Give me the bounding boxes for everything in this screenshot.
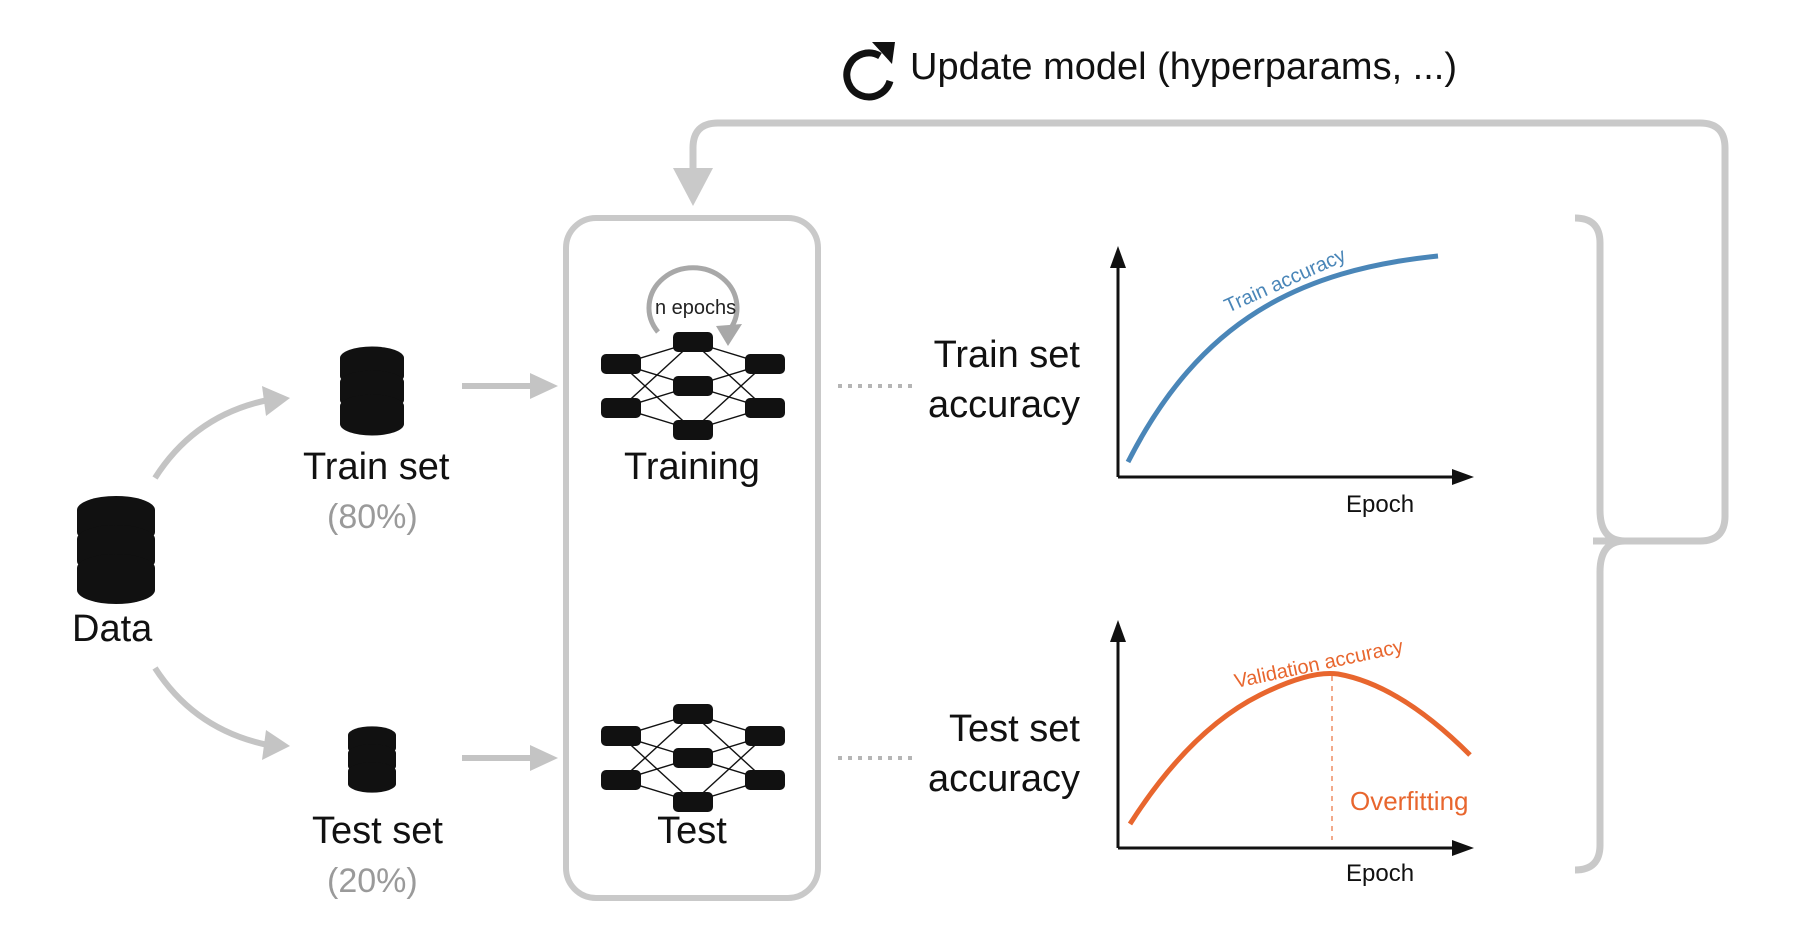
test-accuracy-label-line1: Test set [949, 708, 1080, 750]
nn-node [673, 376, 713, 396]
nn-node [673, 748, 713, 768]
nn-node [745, 770, 785, 790]
arrowhead [530, 745, 558, 771]
nn-connection [620, 341, 694, 409]
nn-node [673, 420, 713, 440]
right-brace [1574, 214, 1626, 874]
arrowhead [262, 386, 290, 416]
nn-node [601, 398, 641, 418]
nn-node [745, 354, 785, 374]
train-accuracy-label-line1: Train set [933, 334, 1080, 376]
n-epochs-label: n epochs [655, 297, 737, 319]
train-accuracy-label-line2: accuracy [927, 384, 1080, 426]
arrowhead [1452, 840, 1474, 856]
stage-box [563, 215, 821, 901]
data-to-test-arrow [152, 666, 269, 748]
training-stage-label: Training [624, 446, 760, 488]
refresh-icon [843, 42, 895, 101]
neural-network-icon [601, 704, 785, 812]
overfitting-annotation: Overfitting [1350, 786, 1469, 816]
series-label-train: Train accuracy [1221, 244, 1349, 317]
data-label: Data [72, 608, 153, 650]
nn-node [745, 726, 785, 746]
train-accuracy-chart: Train accuracy [1110, 244, 1474, 485]
nn-connection [692, 735, 766, 803]
arrowhead [1110, 246, 1126, 268]
test-stage-label: Test [657, 810, 727, 852]
test-accuracy-label-line2: accuracy [927, 758, 1080, 800]
train-set-percent: (80%) [327, 498, 418, 536]
test-set-percent: (20%) [327, 862, 418, 900]
nn-node [745, 398, 785, 418]
x-axis-label-train: Epoch [1346, 491, 1415, 518]
nn-node [601, 354, 641, 374]
arrowhead [1110, 620, 1126, 642]
feedback-loop-arrow [689, 119, 1729, 545]
feedback-arrowhead [673, 168, 713, 206]
data-to-train-arrow [152, 397, 269, 480]
train-accuracy-series-line [1125, 253, 1439, 464]
arrowhead [716, 324, 742, 346]
x-axis-label-validation: Epoch [1346, 860, 1415, 887]
test-set-label: Test set [312, 810, 443, 852]
update-model-title: Update model (hyperparams, ...) [910, 46, 1458, 88]
validation-accuracy-series-line [1127, 670, 1472, 826]
nn-connection [620, 713, 694, 781]
nn-node [601, 726, 641, 746]
database-layer [77, 553, 155, 605]
database-icon [77, 495, 155, 605]
validation-accuracy-chart: Validation accuracy [1110, 620, 1474, 856]
database-layer [340, 394, 404, 436]
database-icon [348, 726, 396, 793]
nn-node [673, 792, 713, 812]
nn-node [673, 704, 713, 724]
nn-node [673, 332, 713, 352]
database-layer [348, 762, 396, 793]
arrowhead [1452, 469, 1474, 485]
epochs-loop-arrow [646, 265, 740, 334]
train-set-label: Train set [303, 446, 450, 488]
series-label-validation: Validation accuracy [1232, 636, 1405, 693]
database-icon [340, 346, 404, 436]
nn-node [601, 770, 641, 790]
arrowhead [530, 373, 558, 399]
neural-network-icon [601, 332, 785, 440]
arrowhead [262, 730, 290, 760]
nn-connection [692, 363, 766, 431]
